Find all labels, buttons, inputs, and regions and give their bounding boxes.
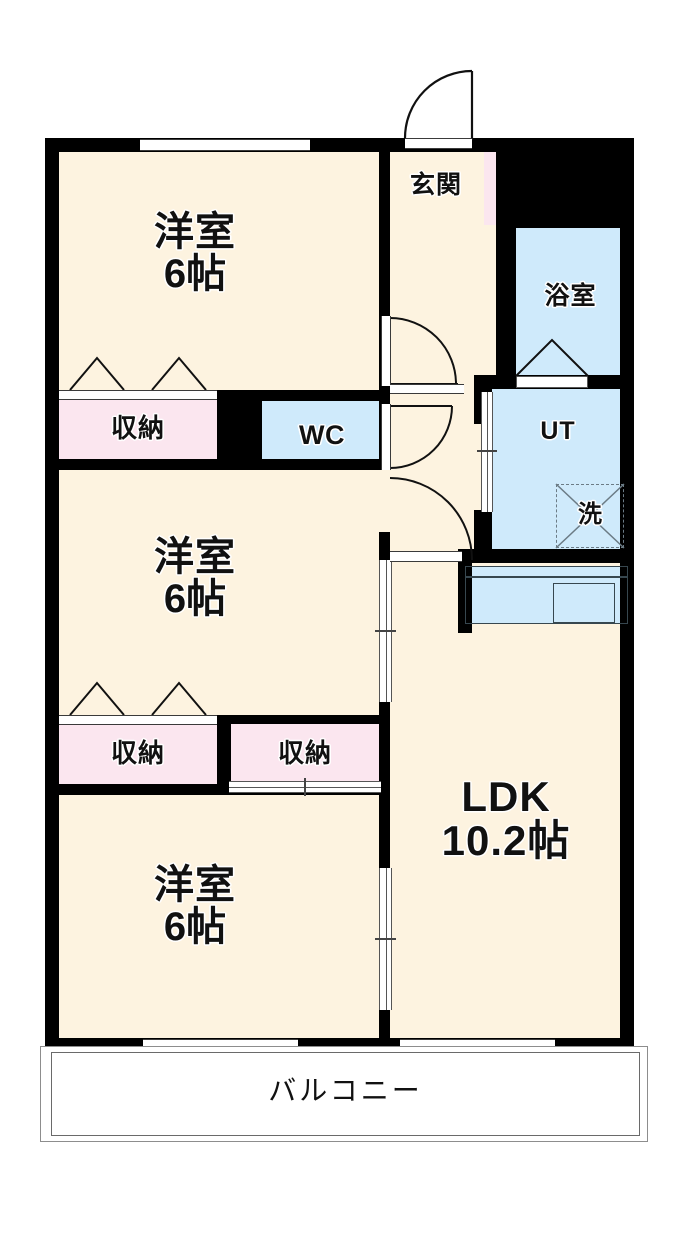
kitchen-counter-outline: [465, 566, 628, 624]
closet-1-door-panel[interactable]: [59, 390, 217, 400]
room-fill-washitsu-middle: [53, 470, 390, 715]
door-sill-hall-upper: [381, 316, 391, 386]
kitchen-counter-fill: [465, 566, 628, 624]
ut-slider-tick: [477, 450, 497, 452]
ut-sliding-door[interactable]: [481, 392, 493, 512]
room-fill-ldk-upper: [388, 440, 466, 600]
kitchen-sink: [553, 583, 615, 623]
balcony: [51, 1052, 640, 1136]
entrance-door-sill: [405, 138, 472, 149]
sliding-door-tick-2: [375, 938, 396, 940]
room-fill-washitsu-bottom: [53, 795, 390, 1045]
wall-between-closets: [217, 715, 231, 795]
wall-bedrooms-right-5: [379, 1000, 390, 1052]
bathroom-door-sill: [516, 376, 588, 388]
door-sill-hall-lower: [390, 551, 462, 562]
closet-2-fill: [59, 722, 217, 784]
kitchen-counter-edge: [465, 576, 628, 578]
wall-right-of-bathroom: [620, 138, 634, 388]
closet-2-door-panel[interactable]: [59, 715, 217, 725]
wall-ut-bottom: [458, 549, 634, 563]
wall-left-of-wc: [252, 390, 262, 470]
wall-bedrooms-right-4: [379, 700, 390, 970]
wall-bedrooms-right-3: [379, 532, 390, 562]
wall-closet-1-bottom: [45, 459, 390, 470]
wall-bathroom-top: [496, 214, 634, 228]
closet-3-slider-tick: [304, 778, 306, 796]
room-fill-washitsu-top: [53, 145, 390, 390]
structural-block-top-right: [506, 138, 634, 224]
sliding-door-tick-1: [375, 630, 396, 632]
wall-hallway-right-upper: [496, 145, 506, 225]
window-top-bedroom: [140, 139, 310, 151]
wc-fill: [258, 401, 386, 469]
wall-above-wc: [252, 390, 390, 401]
closet-1-fill: [59, 397, 217, 459]
washing-machine-space: [556, 484, 624, 548]
closet-3-fill: [229, 722, 381, 784]
door-sill-genkan-step: [390, 384, 464, 394]
wall-closet-band-bottom: [45, 784, 390, 795]
room-fill-genkan: [388, 145, 498, 225]
room-fill-ldk: [388, 555, 634, 1045]
bathroom-fill: [513, 224, 628, 379]
wall-bedrooms-right: [379, 138, 390, 384]
wall-exterior-left: [45, 138, 59, 1052]
wall-hallway-right-bath: [496, 214, 516, 389]
door-sill-hall-wc: [381, 404, 391, 470]
